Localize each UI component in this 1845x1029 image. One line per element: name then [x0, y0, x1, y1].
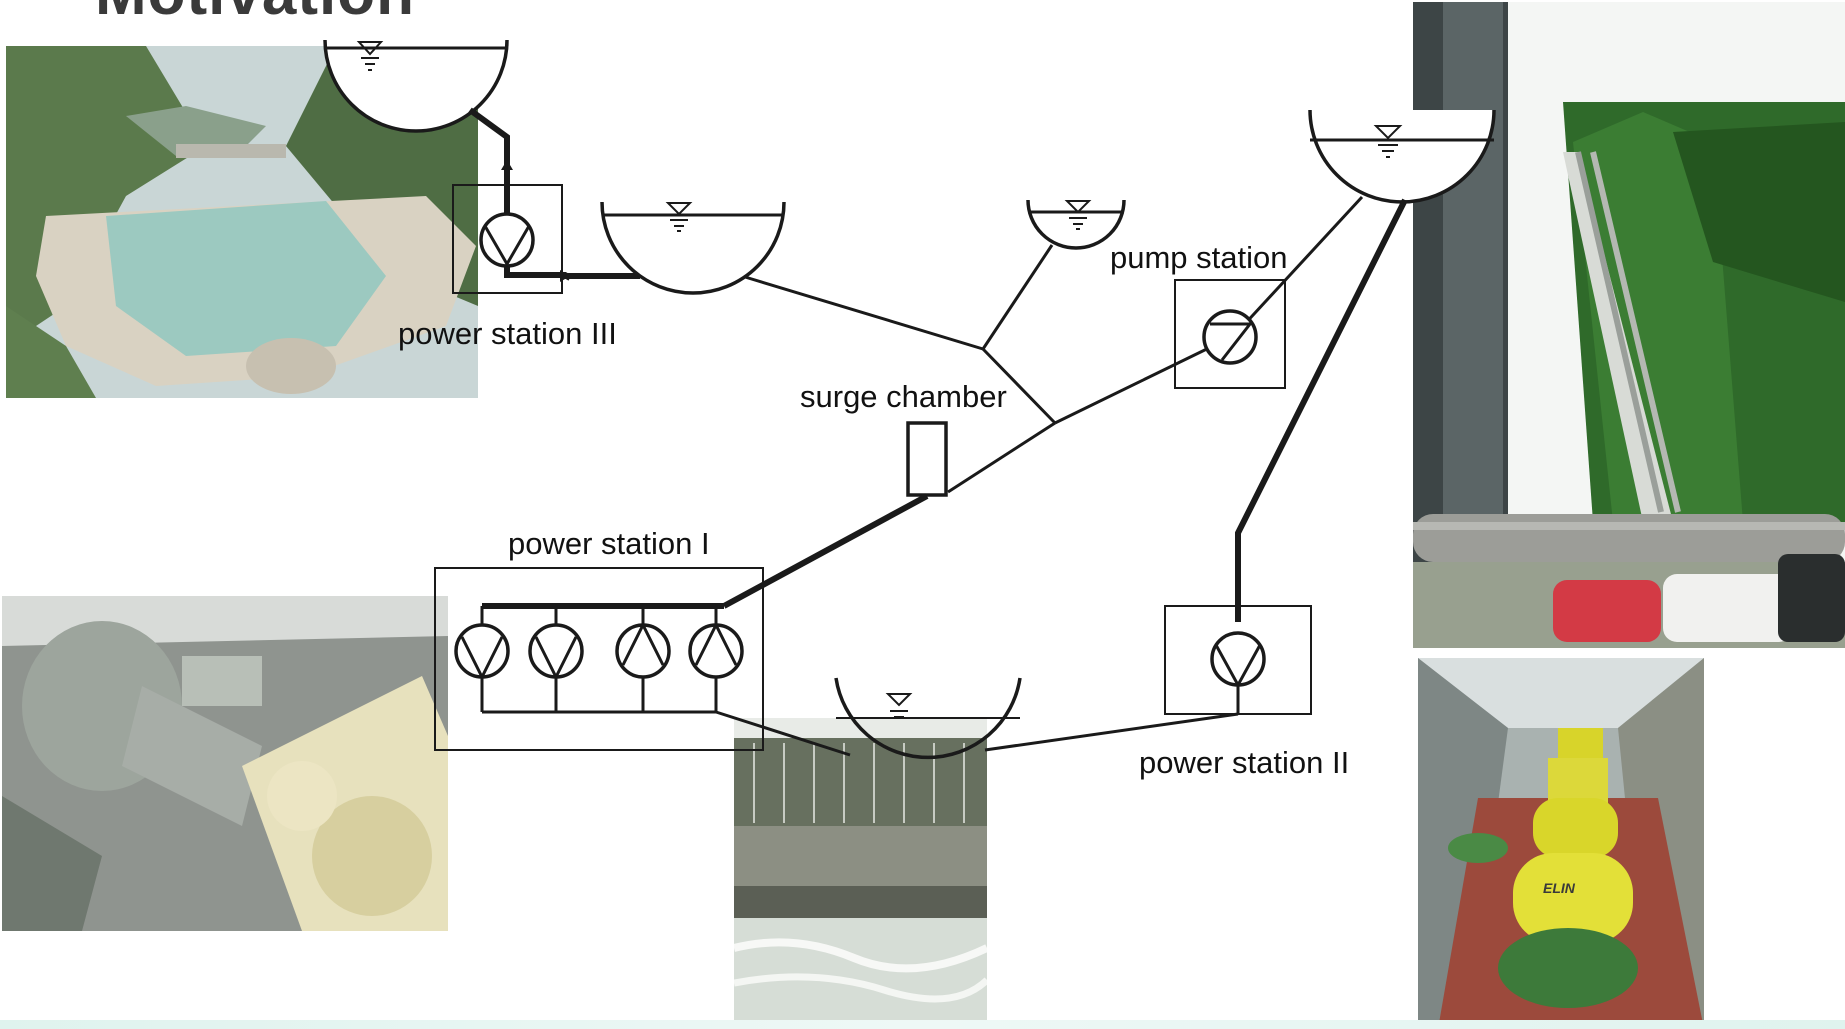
label-power-station-3: power station III	[398, 316, 617, 351]
power-station-2-machine-icon	[1210, 631, 1266, 689]
power-station-1-machine-icons	[454, 606, 744, 712]
reservoir-small	[1026, 199, 1126, 250]
reservoir-middle	[600, 201, 786, 295]
label-surge-chamber: surge chamber	[800, 379, 1007, 414]
power-station-3-machine-icon	[479, 212, 535, 268]
slide-title: Motivation	[95, 0, 415, 29]
label-power-station-1: power station I	[508, 526, 710, 561]
reservoir-lower	[834, 677, 1022, 760]
pump-station-box	[1174, 279, 1286, 389]
penstock-pipes-photo	[1413, 2, 1845, 648]
reservoir-upper-right	[1308, 109, 1496, 204]
power-station-1-box	[434, 567, 764, 751]
label-pump-station: pump station	[1110, 240, 1288, 275]
flow-arrow-up	[501, 160, 513, 170]
surge-chamber-icon	[906, 421, 948, 497]
generator-label: ELIN	[1543, 880, 1576, 896]
turbine-machinery-photo	[2, 596, 448, 931]
generator-hall-photo: ELIN	[1418, 658, 1704, 1029]
slide-footer-bar	[0, 1020, 1845, 1029]
reservoir-top-left	[323, 39, 509, 133]
label-power-station-2: power station II	[1139, 745, 1349, 780]
tailrace-outflow-photo	[734, 718, 987, 1020]
pump-station-machine-icon	[1202, 309, 1258, 365]
